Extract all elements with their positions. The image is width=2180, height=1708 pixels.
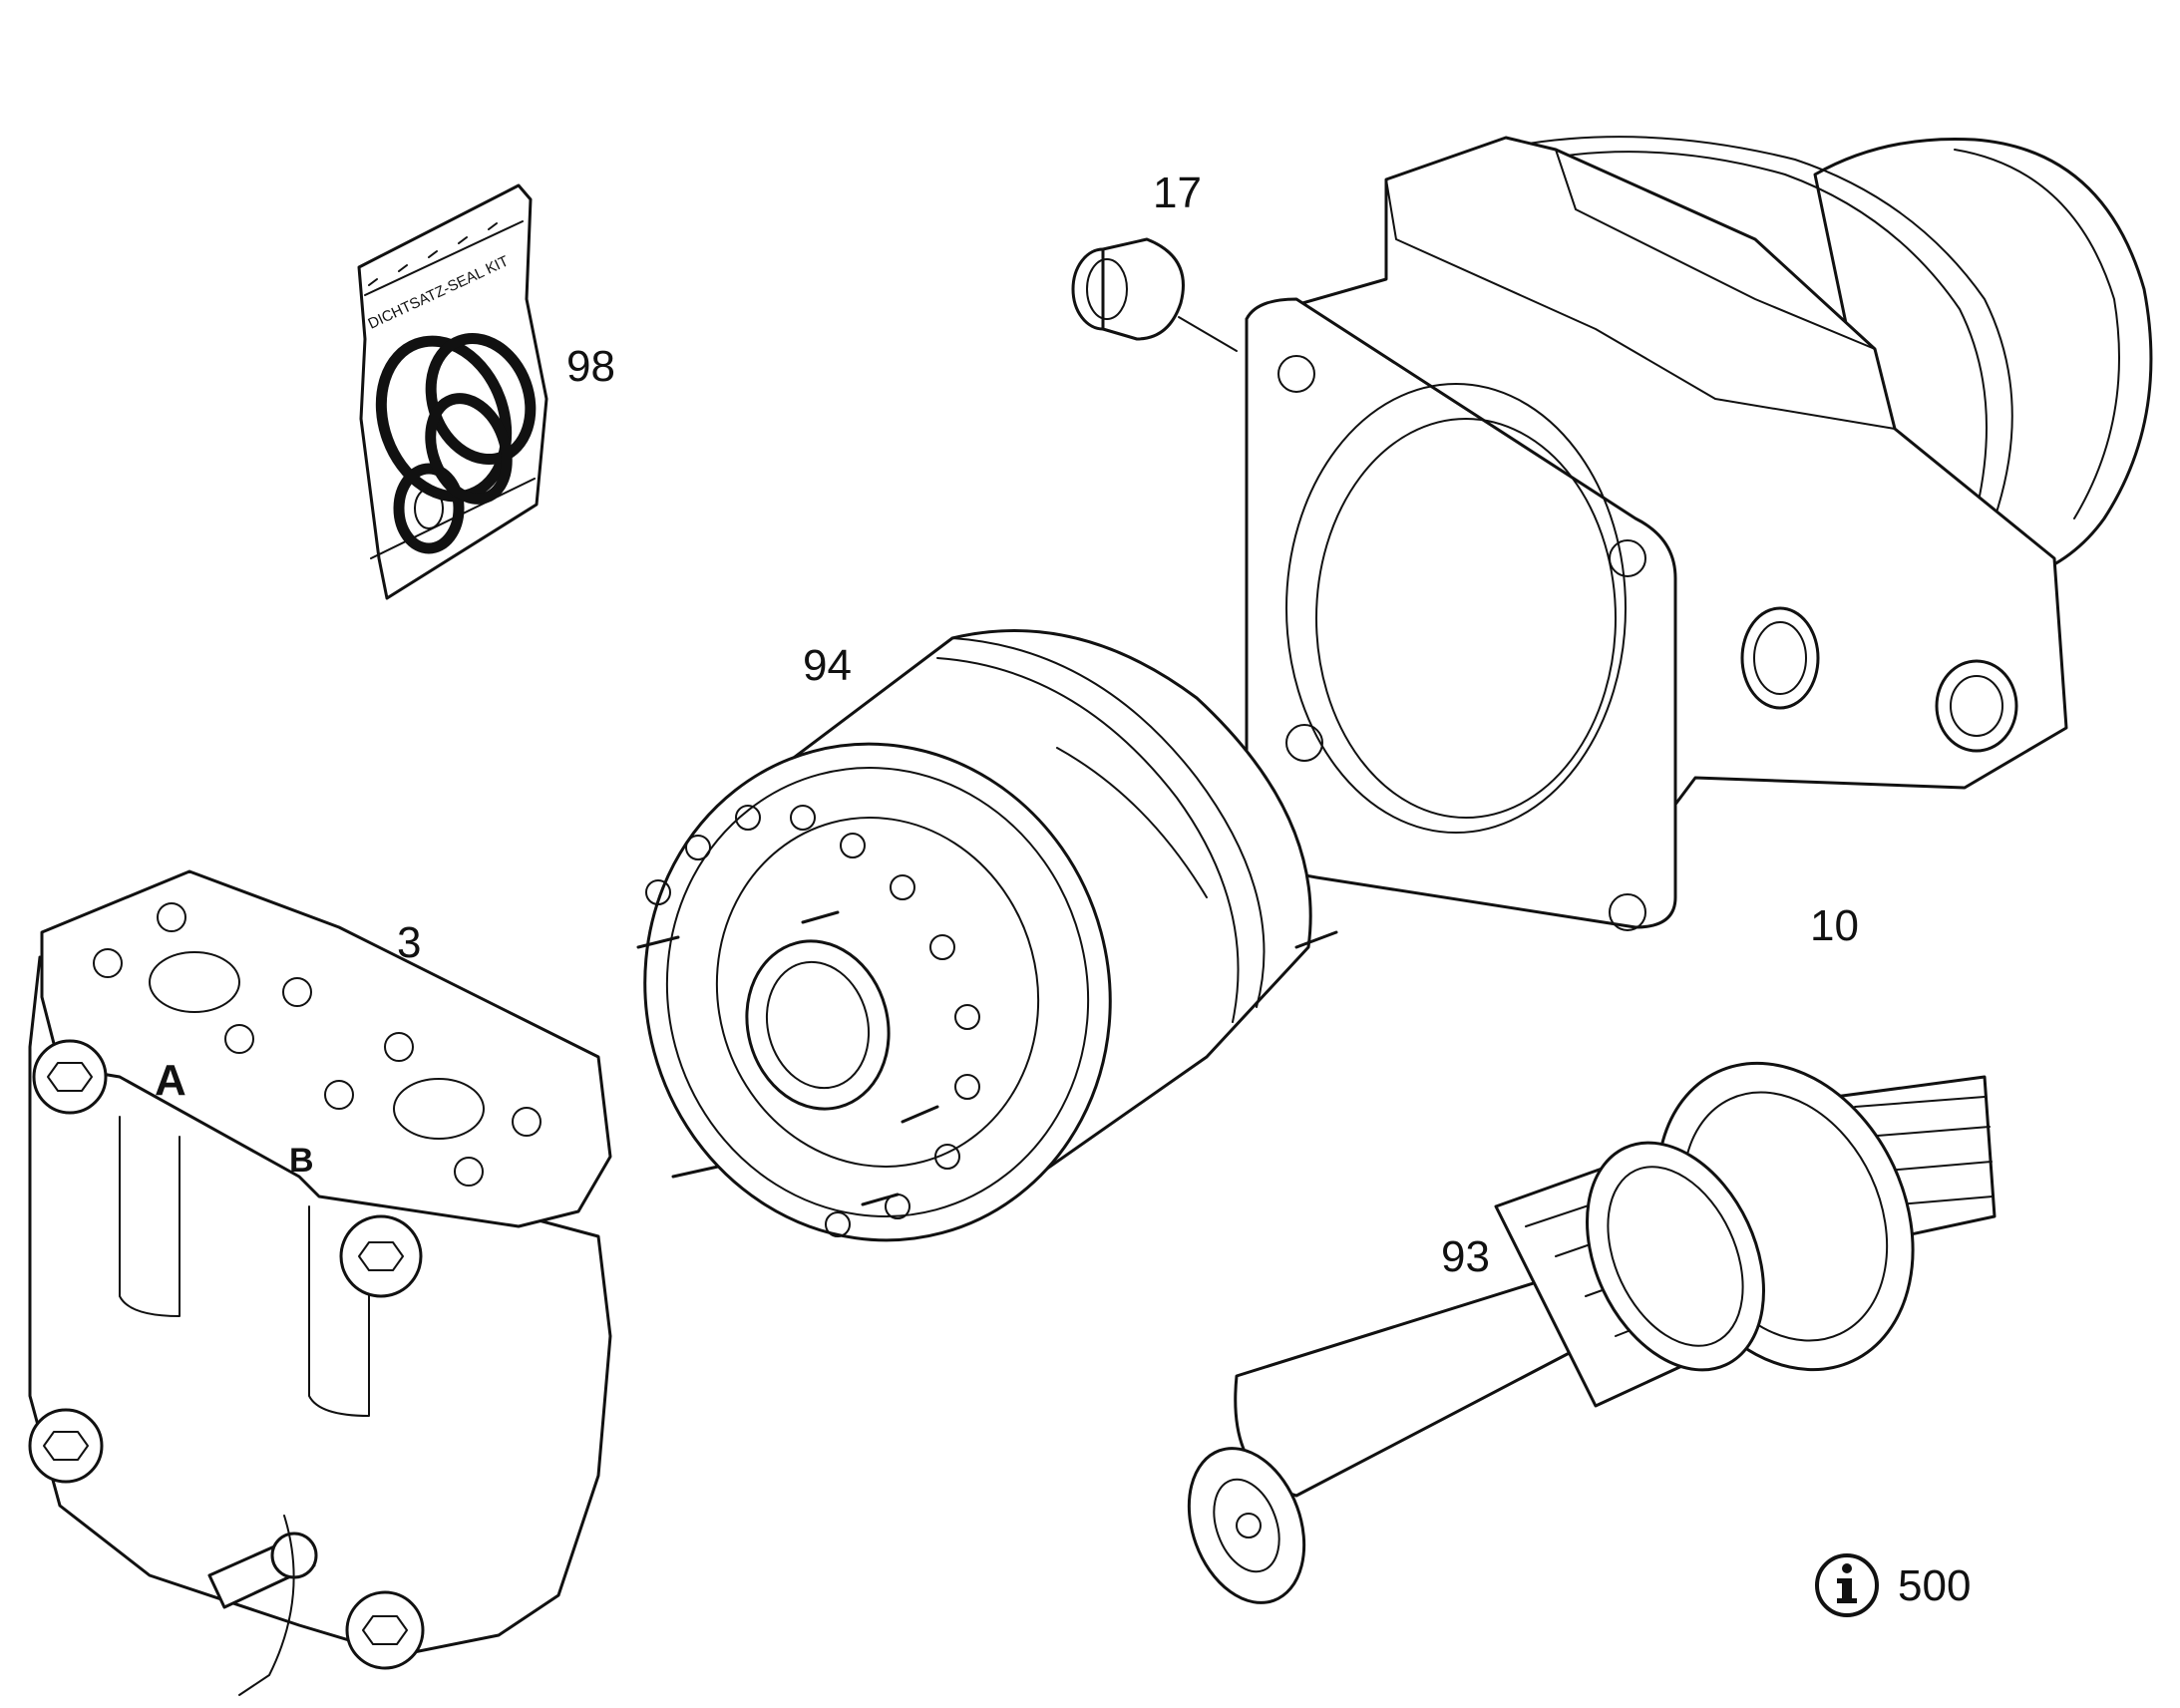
info-circle-icon[interactable] bbox=[1815, 1553, 1879, 1617]
seal-kit-bag[interactable]: DICHTSATZ-SEAL KIT bbox=[357, 183, 548, 600]
seal-rings bbox=[375, 332, 537, 554]
rotary-group-pins bbox=[636, 910, 1338, 1206]
plug[interactable] bbox=[1071, 237, 1238, 352]
callout-93[interactable]: 93 bbox=[1441, 1232, 1490, 1281]
callout-17[interactable]: 17 bbox=[1153, 169, 1202, 217]
port-label-b: B bbox=[289, 1142, 314, 1180]
motor-housing[interactable] bbox=[1245, 136, 2153, 931]
callout-500[interactable]: 500 bbox=[1898, 1561, 1971, 1610]
port-plate[interactable]: A B bbox=[28, 869, 612, 1696]
drain-fitting bbox=[207, 1515, 318, 1696]
rotary-group[interactable] bbox=[589, 629, 1338, 1293]
callout-3[interactable]: 3 bbox=[397, 918, 421, 967]
callout-94[interactable]: 94 bbox=[803, 641, 852, 690]
callout-10[interactable]: 10 bbox=[1810, 901, 1859, 950]
callout-98[interactable]: 98 bbox=[566, 342, 615, 391]
port-plate-bolts bbox=[28, 1039, 425, 1670]
drive-shaft[interactable] bbox=[1169, 1021, 1997, 1618]
port-label-a: A bbox=[155, 1056, 186, 1105]
